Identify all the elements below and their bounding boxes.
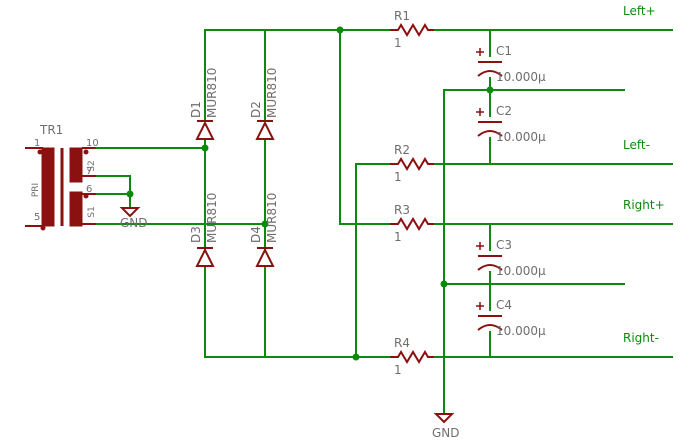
capacitor-polarity-mark xyxy=(476,108,484,116)
transformer-secondary-s2 xyxy=(69,147,83,183)
capacitor-c1-value: 10.000µ xyxy=(496,70,546,84)
junction-dot xyxy=(352,353,360,361)
capacitor-curved-plate xyxy=(477,324,503,331)
capacitor-c4 xyxy=(476,302,503,331)
resistor-zigzag xyxy=(390,350,434,364)
wire-top-to-r3 xyxy=(339,29,391,225)
capacitor-c3-value: 10.000µ xyxy=(496,264,546,278)
junction-dot xyxy=(336,26,344,34)
ground-triangle xyxy=(433,413,455,424)
resistor-r1 xyxy=(390,23,434,37)
resistor-r1-ref: R1 xyxy=(394,9,410,23)
diode-d1 xyxy=(195,120,215,140)
junction-dot xyxy=(201,144,209,152)
transformer-s1-label: S1 xyxy=(87,206,97,217)
capacitor-c3 xyxy=(476,242,503,271)
resistor-r3-value: 1 xyxy=(394,230,402,244)
junction-dot xyxy=(486,86,494,94)
resistor-zigzag xyxy=(390,217,434,231)
resistor-r3-ref: R3 xyxy=(394,203,410,217)
capacitor-curved-plate xyxy=(477,70,503,77)
capacitor-polarity-mark xyxy=(476,302,484,310)
capacitor-c3-ref: C3 xyxy=(496,238,512,252)
ground-symbol-main xyxy=(433,413,455,424)
resistor-r4 xyxy=(390,350,434,364)
wire-pri-leads xyxy=(25,147,43,227)
diode-d2 xyxy=(255,120,275,140)
capacitor-curved-plate xyxy=(477,130,503,137)
diode-d1-ref: D1 xyxy=(189,101,203,118)
capacitor-polarity-mark xyxy=(476,242,484,250)
transformer-s2-label: S2 xyxy=(87,160,97,171)
capacitor-polarity-mark xyxy=(476,48,484,56)
capacitor-c2 xyxy=(476,108,503,137)
transformer-pin-5: 5 xyxy=(34,212,40,223)
diode-body xyxy=(255,120,275,140)
transformer-tr1 xyxy=(37,147,96,231)
transformer-dot xyxy=(83,149,89,155)
resistor-zigzag xyxy=(390,157,434,171)
net-label-right-minus: Right- xyxy=(623,331,659,345)
diode-d2-ref: D2 xyxy=(249,101,263,118)
ground-triangle xyxy=(119,207,141,218)
net-label-left-plus: Left+ xyxy=(623,4,656,18)
junction-dot xyxy=(440,280,448,288)
transformer-dot xyxy=(40,225,46,231)
transformer-secondary-leads xyxy=(82,147,96,225)
capacitor-c1-ref: C1 xyxy=(496,44,512,58)
capacitor-c2-ref: C2 xyxy=(496,104,512,118)
wire-center-tap xyxy=(95,175,131,209)
diode-d3-ref: D3 xyxy=(189,226,203,243)
transformer-pin-7: 7 xyxy=(86,166,92,177)
diode-body xyxy=(195,120,215,140)
resistor-zigzag xyxy=(390,23,434,37)
resistor-r4-value: 1 xyxy=(394,363,402,377)
junction-dot xyxy=(126,190,134,198)
diode-d4-ref: D4 xyxy=(249,226,263,243)
diode-d3 xyxy=(195,247,215,267)
capacitor-c2-value: 10.000µ xyxy=(496,130,546,144)
diode-d3-value: MUR810 xyxy=(205,193,219,243)
capacitor-c4-ref: C4 xyxy=(496,298,512,312)
resistor-r3 xyxy=(390,217,434,231)
diode-d4 xyxy=(255,247,275,267)
diode-body xyxy=(255,247,275,267)
wires xyxy=(25,29,673,415)
ground-label-main: GND xyxy=(432,426,460,440)
diode-d4-value: MUR810 xyxy=(265,193,279,243)
resistor-r2 xyxy=(390,157,434,171)
transformer-pin-1: 1 xyxy=(34,138,40,149)
transformer-secondary-s1 xyxy=(69,191,83,227)
capacitor-curved-plate xyxy=(477,264,503,271)
resistor-r4-ref: R4 xyxy=(394,336,410,350)
transformer-ref: TR1 xyxy=(39,123,63,137)
net-label-left-minus: Left- xyxy=(623,138,650,152)
resistor-r2-value: 1 xyxy=(394,170,402,184)
transformer-pin-10: 10 xyxy=(86,138,99,149)
junctions xyxy=(126,26,494,361)
junction-dot xyxy=(261,220,269,228)
transformer-primary-label: PRI xyxy=(31,183,41,197)
net-label-right-plus: Right+ xyxy=(623,198,665,212)
wire-bottom-to-r2 xyxy=(355,163,391,358)
transformer-dot xyxy=(83,193,89,199)
resistor-r1-value: 1 xyxy=(394,36,402,50)
capacitor-c4-value: 10.000µ xyxy=(496,324,546,338)
resistor-r2-ref: R2 xyxy=(394,143,410,157)
capacitor-c1 xyxy=(476,48,503,77)
diode-d2-value: MUR810 xyxy=(265,68,279,118)
ground-symbol-center-tap xyxy=(119,207,141,218)
transformer-pin-6: 6 xyxy=(86,184,92,195)
transformer-dot xyxy=(37,149,43,155)
ground-label-center-tap: GND xyxy=(120,216,148,230)
diode-body xyxy=(195,247,215,267)
transformer-primary-winding xyxy=(41,147,55,227)
diode-d1-value: MUR810 xyxy=(205,68,219,118)
